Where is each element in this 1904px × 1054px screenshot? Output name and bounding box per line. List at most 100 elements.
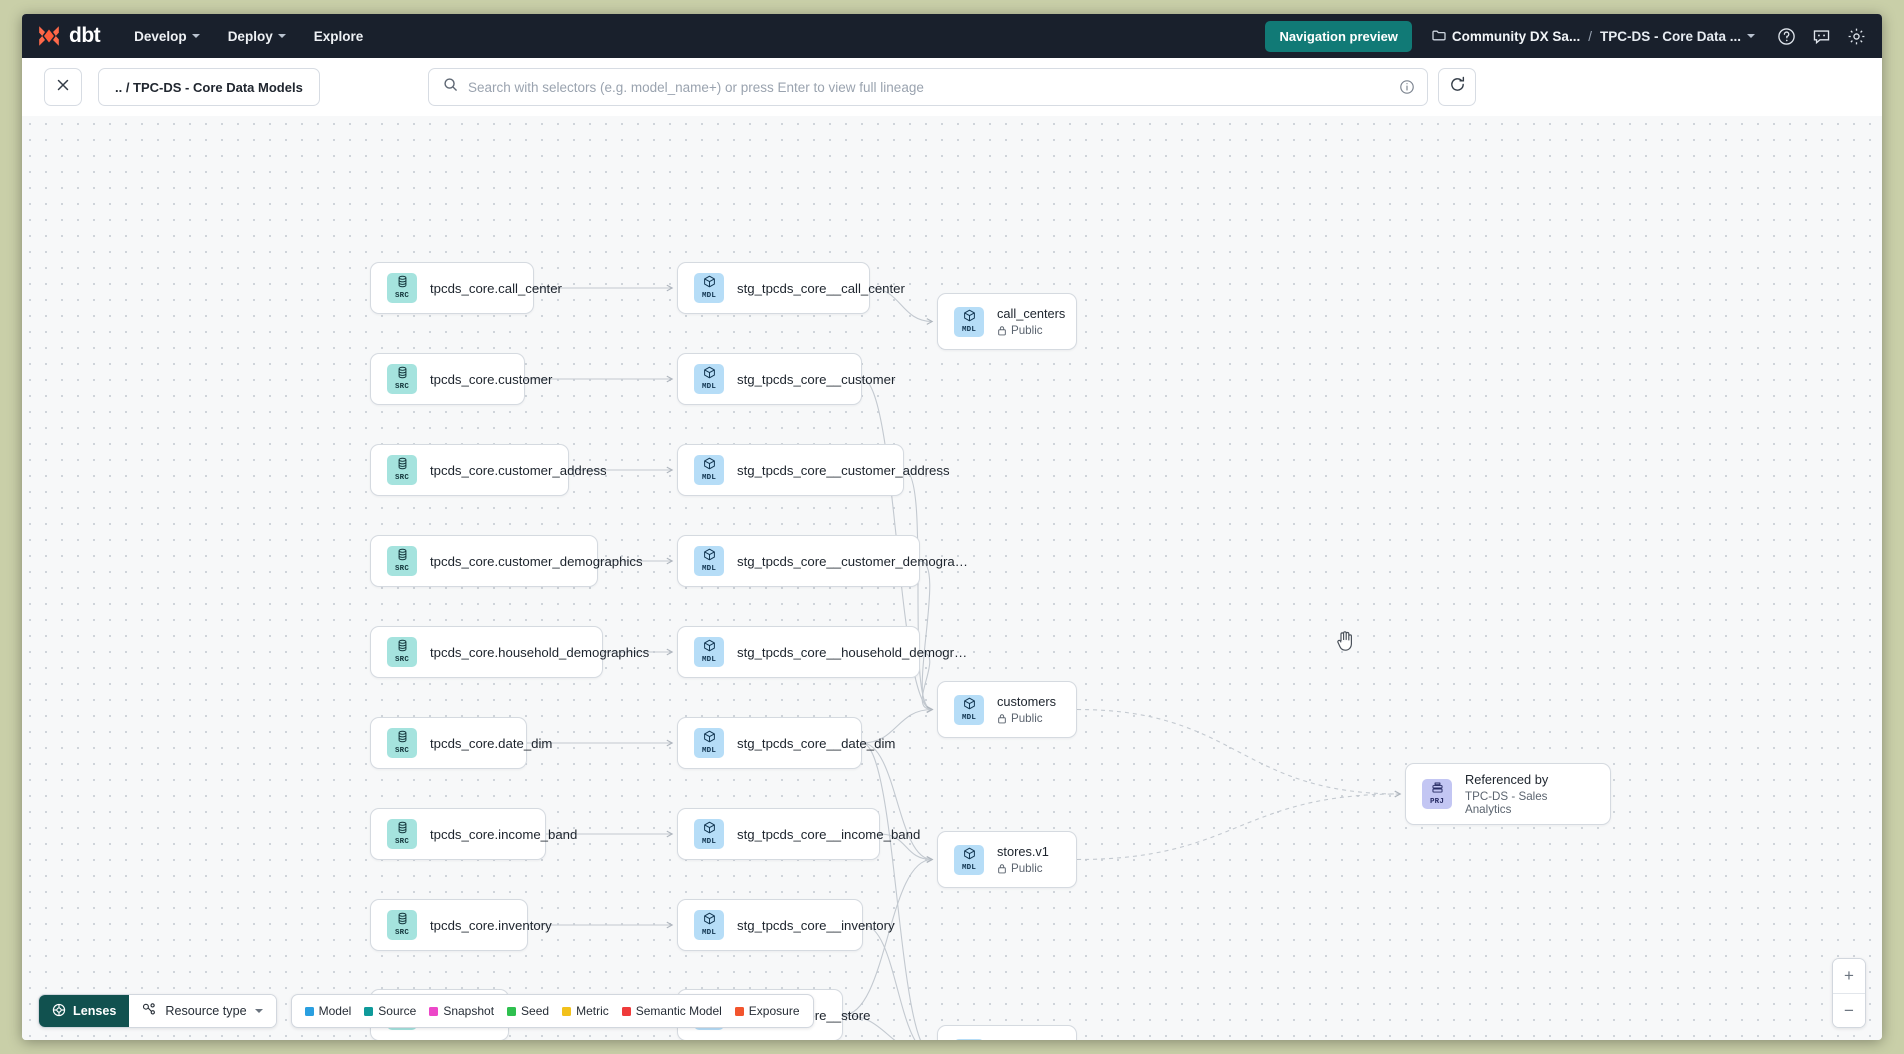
lock-icon [997, 325, 1007, 336]
node-label: stg_tpcds_core__inventory [737, 917, 895, 933]
resource-type-button[interactable]: Resource type [129, 995, 276, 1027]
nav-develop[interactable]: Develop [134, 29, 200, 44]
node-label: stg_tpcds_core__date_dim [737, 735, 896, 751]
lineage-toolbar: .. / TPC-DS - Core Data Models [22, 58, 1882, 116]
node-title: call_centers [997, 306, 1066, 321]
lineage-node-src-customer-demographics[interactable]: SRC tpcds_core.customer_demographics [370, 535, 643, 587]
lens-controls: Lenses Resource type [38, 994, 277, 1028]
legend-swatch [429, 1006, 439, 1016]
legend-item-seed[interactable]: Seed [507, 1004, 549, 1018]
info-circle-icon[interactable] [1399, 79, 1415, 95]
lineage-edges [509, 284, 1402, 1040]
chevron-down-icon [1747, 34, 1755, 38]
cube-icon: MDL [954, 306, 984, 337]
header-icon-group [1777, 27, 1866, 46]
node-subtitle: Public [997, 324, 1065, 337]
cube-icon: MDL [694, 728, 724, 758]
breadcrumb-project[interactable]: TPC-DS - Core Data ... [1600, 29, 1755, 44]
lenses-button[interactable]: Lenses [39, 995, 130, 1027]
legend-item-model[interactable]: Model [304, 1004, 351, 1018]
lineage-node-mdl-stg-call-center[interactable]: MDL stg_tpcds_core__call_center [677, 262, 905, 314]
node-label: tpcds_core.customer_address [430, 462, 607, 478]
project-icon: PRJ [1422, 779, 1452, 809]
resource-type-icon [142, 1002, 157, 1020]
node-label: stg_tpcds_core__customer_address [737, 462, 950, 478]
feedback-chat-icon[interactable] [1812, 27, 1831, 46]
node-label: tpcds_core.inventory [430, 917, 552, 933]
lock-icon [997, 863, 1007, 874]
cube-icon: MDL [954, 1038, 984, 1040]
node-label: stg_tpcds_core__income_band [737, 826, 921, 842]
database-icon: SRC [387, 455, 417, 485]
database-icon: SRC [387, 637, 417, 667]
refresh-button[interactable] [1438, 68, 1476, 106]
nav-explore-label: Explore [313, 28, 364, 44]
help-circle-icon[interactable] [1777, 27, 1796, 46]
node-label: stg_tpcds_core__customer [737, 371, 896, 387]
nav-explore[interactable]: Explore [314, 29, 364, 44]
breadcrumb-chip[interactable]: .. / TPC-DS - Core Data Models [98, 68, 320, 106]
chevron-down-icon [191, 34, 200, 38]
legend-item-exposure[interactable]: Exposure [734, 1004, 800, 1018]
lineage-node-src-date-dim[interactable]: SRC tpcds_core.date_dim [370, 717, 552, 769]
lineage-node-src-customer-address[interactable]: SRC tpcds_core.customer_address [370, 444, 607, 496]
node-label: stg_tpcds_core__call_center [737, 280, 905, 296]
database-icon: SRC [387, 728, 417, 758]
nav-deploy-label: Deploy [227, 28, 273, 44]
lineage-edge [1076, 790, 1402, 861]
breadcrumb-account[interactable]: Community DX Sa... [1432, 29, 1580, 44]
lenses-button-label: Lenses [73, 1004, 117, 1018]
cube-icon: MDL [694, 273, 724, 303]
node-subtitle-text: TPC-DS - Sales Analytics [1465, 790, 1548, 816]
search-input[interactable] [468, 79, 1389, 95]
legend-item-semantic-model[interactable]: Semantic Model [621, 1004, 722, 1018]
header-breadcrumb: Community DX Sa... / TPC-DS - Core Data … [1432, 29, 1755, 44]
dbt-logo[interactable]: dbt [36, 23, 101, 49]
legend-item-metric[interactable]: Metric [562, 1004, 609, 1018]
legend-item-snapshot[interactable]: Snapshot [429, 1004, 494, 1018]
lineage-node-mdl-stg-date-dim[interactable]: MDL stg_tpcds_core__date_dim [677, 717, 895, 769]
dbt-logo-text: dbt [69, 24, 101, 47]
nav-deploy[interactable]: Deploy [228, 29, 286, 44]
search-box[interactable] [428, 68, 1428, 106]
lens-icon [52, 1003, 66, 1020]
node-subtitle: Public [997, 862, 1049, 875]
node-label: tpcds_core.customer_demographics [430, 553, 643, 569]
node-subtitle: Public [997, 712, 1056, 725]
legend-label: Metric [576, 1004, 609, 1018]
legend-swatch [507, 1006, 517, 1016]
database-icon: SRC [387, 910, 417, 940]
zoom-out-button[interactable]: − [1833, 993, 1865, 1027]
lineage-node-src-inventory[interactable]: SRC tpcds_core.inventory [370, 899, 552, 951]
legend-item-source[interactable]: Source [364, 1004, 416, 1018]
legend-label: Source [378, 1004, 417, 1018]
node-subtitle-text: Public [1011, 862, 1043, 875]
close-button[interactable] [44, 68, 82, 106]
navigation-preview-button[interactable]: Navigation preview [1265, 20, 1412, 52]
database-icon: SRC [387, 546, 417, 576]
nav-develop-label: Develop [134, 28, 187, 44]
search-icon [443, 77, 458, 97]
lineage-edge [861, 742, 922, 1040]
gear-icon[interactable] [1847, 27, 1866, 46]
node-label: tpcds_core.date_dim [430, 735, 553, 751]
node-title: stores.v2 [997, 1038, 1049, 1040]
zoom-in-button[interactable]: + [1833, 959, 1865, 993]
